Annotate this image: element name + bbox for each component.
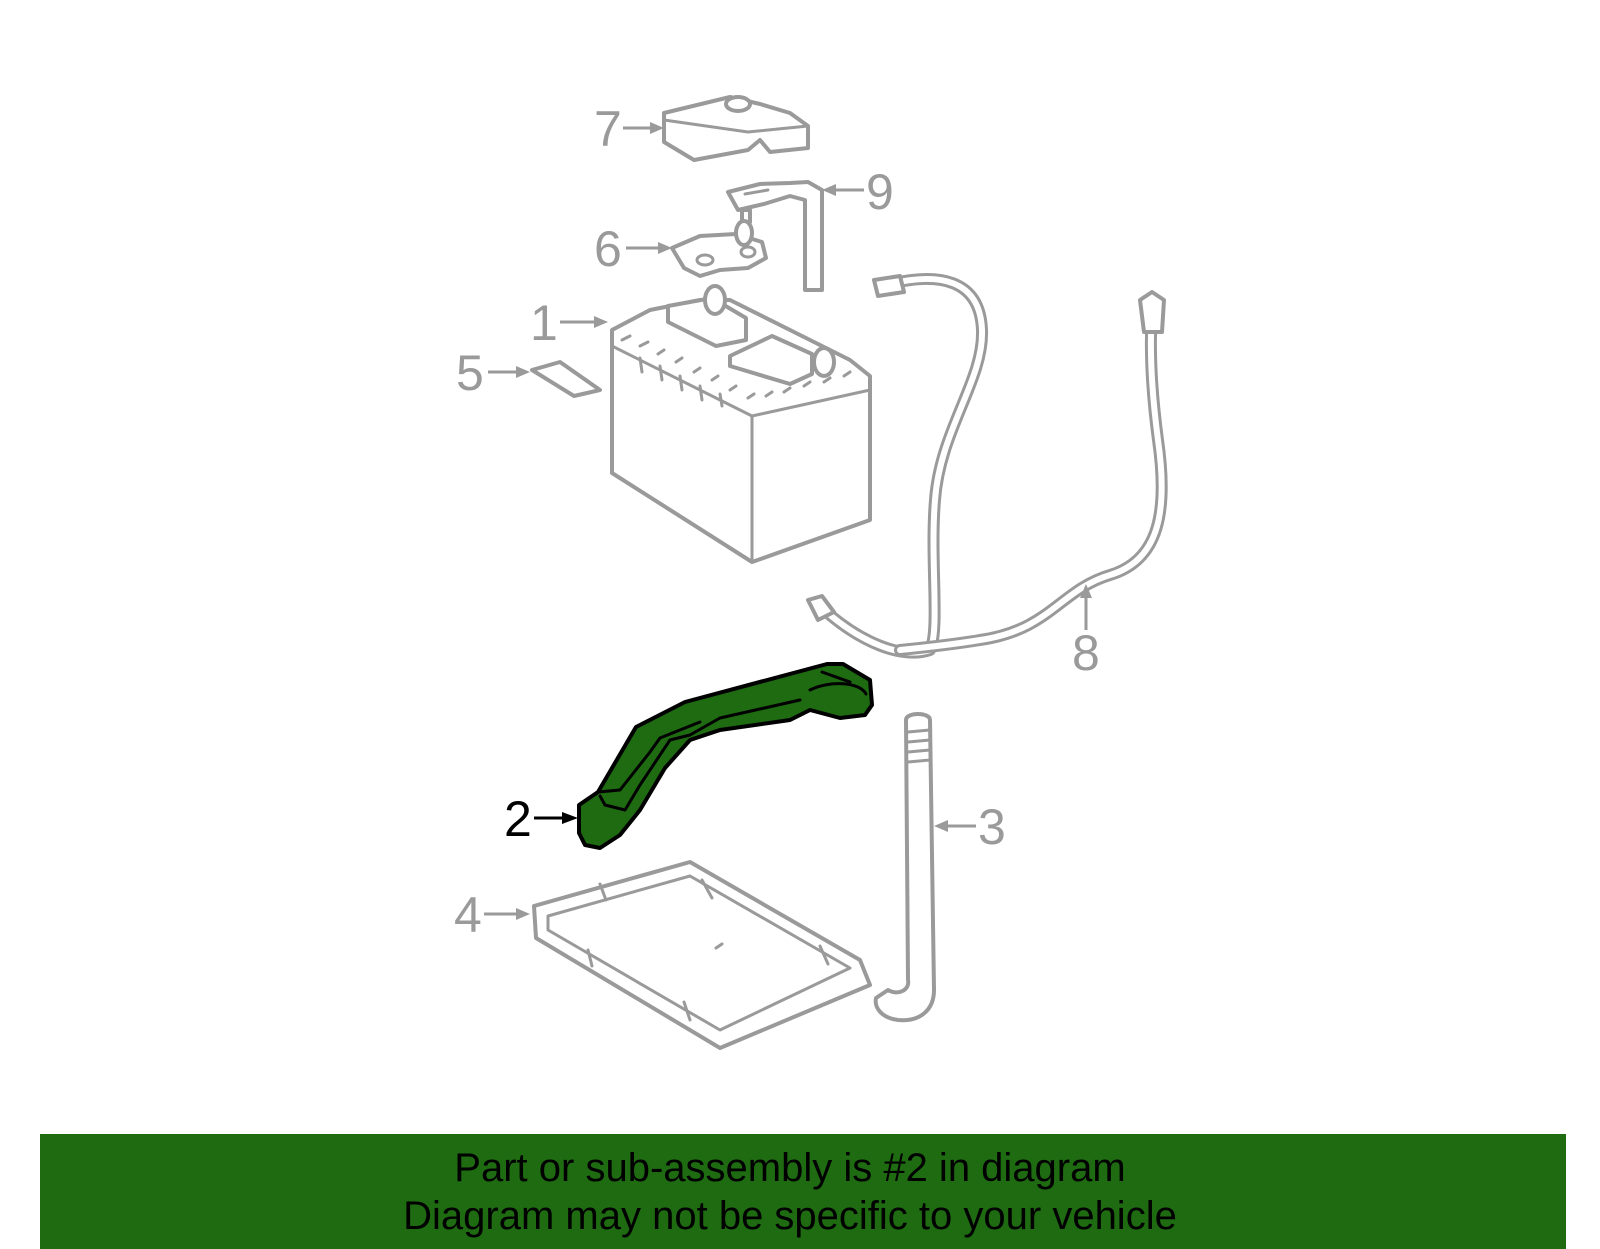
banner-line-2: Diagram may not be specific to your vehi…	[403, 1193, 1177, 1238]
svg-text:1: 1	[530, 295, 558, 351]
part-1-battery[interactable]	[610, 284, 872, 564]
callout-8: 8	[1072, 584, 1100, 681]
callout-2: 2	[504, 791, 578, 847]
part-8-battery-cables[interactable]	[806, 273, 1168, 659]
info-banner: Part or sub-assembly is #2 in diagram Di…	[40, 1134, 1566, 1249]
svg-text:7: 7	[594, 101, 622, 157]
svg-text:4: 4	[454, 887, 482, 943]
part-5-label[interactable]	[530, 360, 602, 398]
part-3-hold-down-rod[interactable]	[873, 712, 936, 1023]
callout-3: 3	[934, 799, 1006, 855]
callout-7: 7	[594, 101, 664, 157]
callout-9: 9	[822, 164, 894, 220]
svg-text:3: 3	[978, 799, 1006, 855]
banner-line-1: Part or sub-assembly is #2 in diagram	[454, 1145, 1126, 1190]
svg-text:5: 5	[456, 345, 484, 401]
callout-1: 1	[530, 295, 608, 351]
callout-6: 6	[594, 221, 672, 277]
svg-text:8: 8	[1072, 625, 1100, 681]
svg-text:9: 9	[866, 164, 894, 220]
part-6-terminal-clamp[interactable]	[670, 219, 768, 278]
part-7-terminal-cover[interactable]	[662, 95, 810, 162]
part-4-battery-tray[interactable]	[532, 860, 872, 1050]
svg-text:2: 2	[504, 791, 532, 847]
svg-text:6: 6	[594, 221, 622, 277]
part-2-battery-hold-down[interactable]	[577, 662, 874, 850]
callout-5: 5	[456, 345, 530, 401]
callout-4: 4	[454, 887, 530, 943]
